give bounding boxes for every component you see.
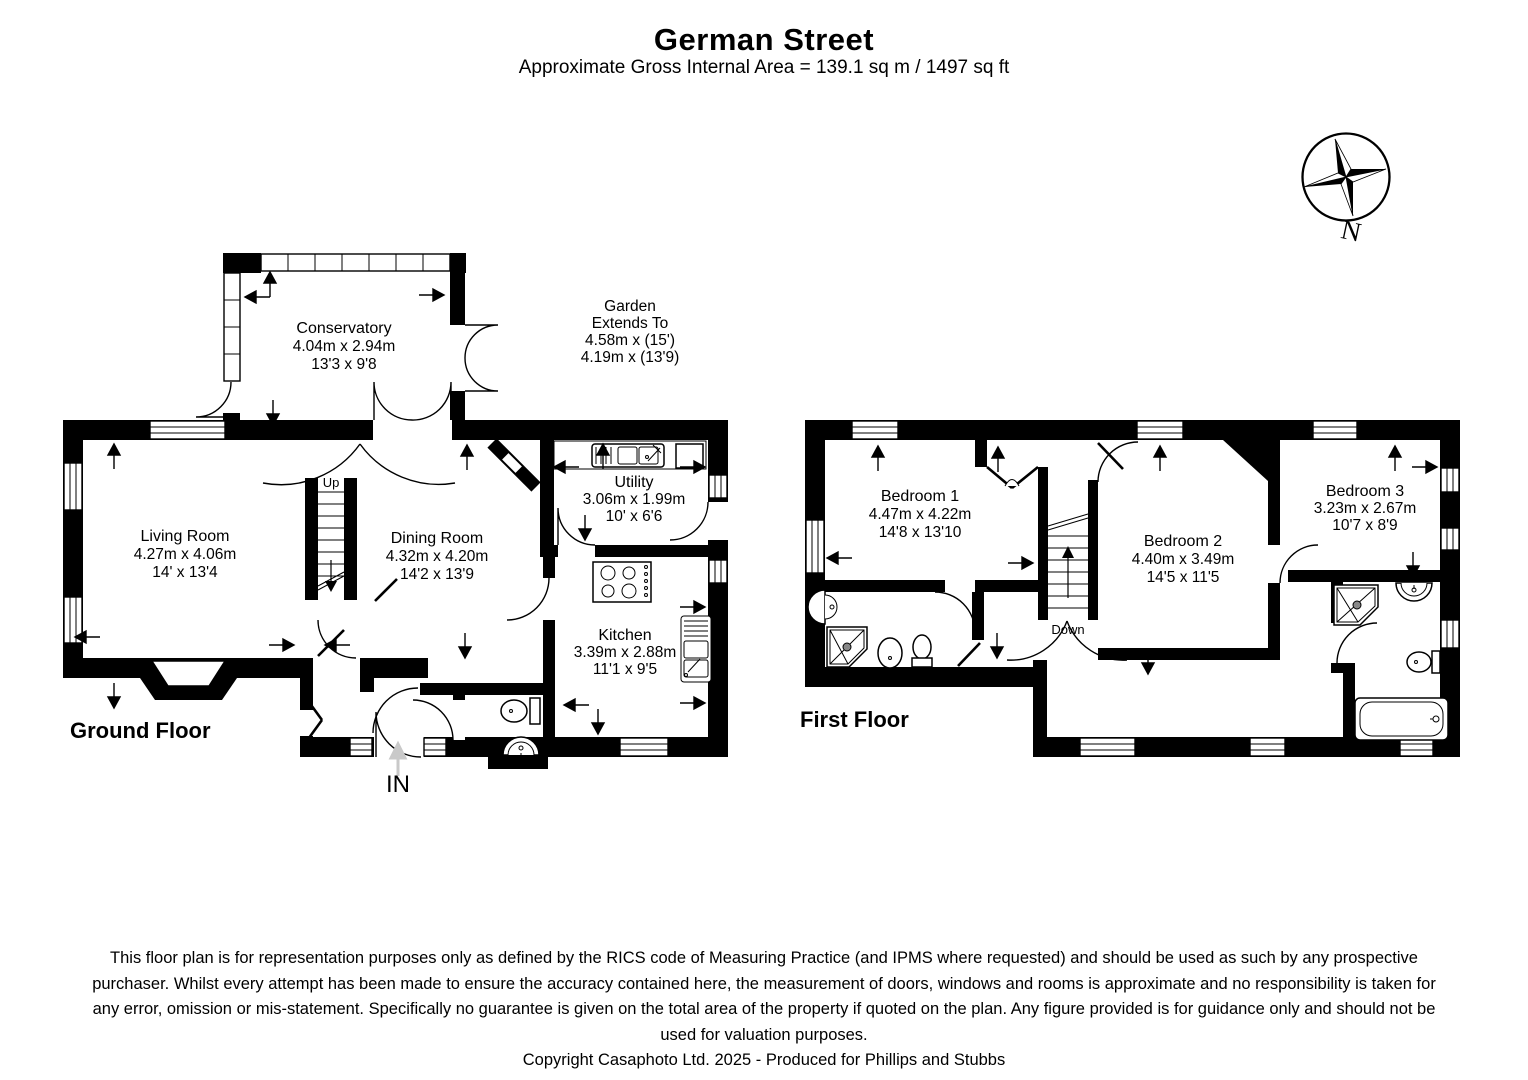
- dining-room-name: Dining Room: [391, 530, 483, 547]
- kitchen-hob: [592, 561, 652, 603]
- garden-note-line2: Extends To: [592, 315, 668, 332]
- ground-floor-doors: [195, 324, 709, 758]
- first-floor-stairs: [1047, 513, 1089, 609]
- garden-note-line3: 4.58m x (15'): [585, 332, 675, 349]
- wc-basin: [502, 736, 540, 757]
- copyright-text: Copyright Casaphoto Ltd. 2025 - Produced…: [522, 1051, 1006, 1069]
- ensuite-shower: [826, 626, 868, 668]
- entrance-arrow-icon: [388, 740, 408, 776]
- first-floor-doors: [934, 441, 1378, 667]
- ensuite-basin: [807, 589, 838, 625]
- kitchen-metric: 3.39m x 2.88m: [574, 644, 677, 661]
- utility-imperial: 10' x 6'6: [606, 508, 663, 525]
- bathroom-basin: [1395, 582, 1433, 602]
- compass-rose: N: [1301, 132, 1391, 248]
- ground-floor-label: Ground Floor: [70, 718, 211, 743]
- utility-name: Utility: [614, 474, 653, 491]
- living-room-imperial: 14' x 13'4: [152, 564, 218, 581]
- ground-floor-dimension-arrows: [73, 270, 707, 736]
- bathroom-shower: [1333, 584, 1379, 626]
- first-floor-label: First Floor: [800, 707, 909, 732]
- living-room-metric: 4.27m x 4.06m: [134, 546, 237, 563]
- stairs-down-label: Down: [1051, 622, 1084, 637]
- dining-room-metric: 4.32m x 4.20m: [386, 548, 489, 565]
- kitchen-sink: [680, 615, 712, 683]
- bedroom2-imperial: 14'5 x 11'5: [1147, 569, 1220, 586]
- bathroom-toilet: [1406, 650, 1441, 674]
- bedroom3-name: Bedroom 3: [1326, 483, 1404, 500]
- bedroom2-name: Bedroom 2: [1144, 533, 1222, 550]
- first-floor-labels: Bedroom 1 4.47m x 4.22m 14'8 x 13'10 Bed…: [800, 483, 1416, 732]
- bedroom1-metric: 4.47m x 4.22m: [869, 506, 972, 523]
- ensuite-bidet: [877, 637, 903, 669]
- kitchen-name: Kitchen: [598, 627, 651, 644]
- compass-star: [1303, 138, 1387, 217]
- entrance-in-label: IN: [386, 771, 410, 798]
- kitchen-imperial: 11'1 x 9'5: [593, 661, 657, 678]
- compass-circle: [1301, 132, 1391, 222]
- ground-floor-windows: [63, 253, 728, 757]
- garden-note-line1: Garden: [604, 298, 656, 315]
- first-floor-plan: Bedroom 1 4.47m x 4.22m 14'8 x 13'10 Bed…: [800, 420, 1460, 757]
- ground-floor-labels: Conservatory 4.04m x 2.94m 13'3 x 9'8 Ga…: [70, 298, 685, 798]
- garden-note-line4: 4.19m x (13'9): [581, 349, 680, 366]
- ensuite-toilet: [911, 634, 933, 668]
- conservatory-imperial: 13'3 x 9'8: [311, 356, 376, 373]
- gross-internal-area: Approximate Gross Internal Area = 139.1 …: [518, 57, 1010, 78]
- bedroom3-imperial: 10'7 x 8'9: [1332, 517, 1397, 534]
- footer: This floor plan is for representation pu…: [89, 946, 1439, 1074]
- ground-floor-stairs: [317, 491, 345, 592]
- bedroom1-imperial: 14'8 x 13'10: [879, 524, 962, 541]
- conservatory-metric: 4.04m x 2.94m: [293, 338, 396, 355]
- wc-toilet: [500, 697, 541, 725]
- living-room-name: Living Room: [141, 528, 230, 545]
- conservatory-name: Conservatory: [296, 320, 391, 337]
- bedroom2-metric: 4.40m x 3.49m: [1132, 551, 1235, 568]
- bedroom1-name: Bedroom 1: [881, 488, 959, 505]
- first-floor-windows: [805, 420, 1460, 757]
- first-floor-walls: [805, 420, 1460, 757]
- ground-floor-plan: Conservatory 4.04m x 2.94m 13'3 x 9'8 Ga…: [63, 253, 728, 798]
- ground-floor-door-openings: [373, 420, 728, 757]
- disclaimer-text: This floor plan is for representation pu…: [92, 949, 1436, 1044]
- dining-corner-vent: [500, 451, 524, 475]
- utility-metric: 3.06m x 1.99m: [583, 491, 686, 508]
- bathroom-bath: [1354, 697, 1449, 741]
- first-floor-dimension-arrows: [825, 444, 1439, 676]
- page-title: German Street: [653, 22, 875, 57]
- bedroom3-metric: 3.23m x 2.67m: [1314, 500, 1417, 517]
- ensuite-bidet-drain: [888, 656, 892, 660]
- dining-room-imperial: 14'2 x 13'9: [400, 566, 474, 583]
- stairs-up-label: Up: [323, 475, 340, 490]
